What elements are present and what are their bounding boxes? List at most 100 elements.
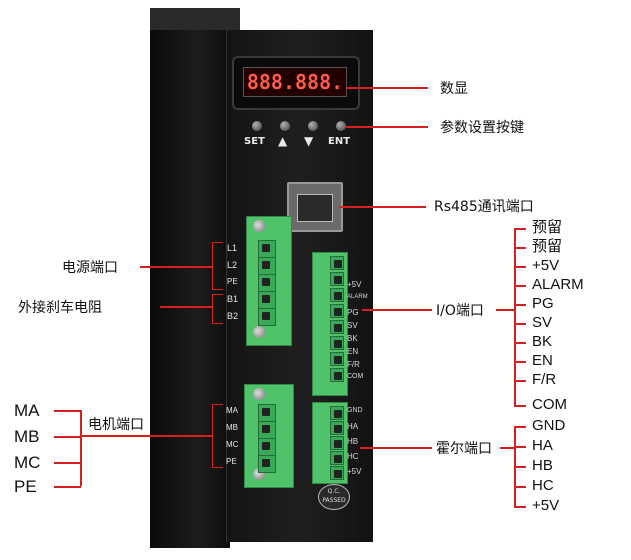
io-tick bbox=[514, 405, 526, 407]
motor-leader-line bbox=[80, 435, 212, 437]
motor-label-mb: MB bbox=[226, 423, 238, 432]
hall-label-gnd: GND bbox=[347, 407, 363, 414]
hall-pin-item: HC bbox=[532, 477, 554, 494]
terminal-label-b2: B2 bbox=[227, 311, 239, 321]
io-tick bbox=[514, 304, 526, 306]
motor-label-pe: PE bbox=[226, 457, 237, 466]
brake-leader-line bbox=[160, 306, 212, 308]
up-key[interactable] bbox=[280, 121, 290, 131]
motor-terminal-screw-top bbox=[253, 388, 265, 400]
terminal-cell bbox=[330, 421, 344, 435]
hall-label-hc: HC bbox=[347, 452, 359, 461]
motor-pin-mb: MB bbox=[14, 427, 40, 446]
io-label-en: EN bbox=[347, 347, 359, 356]
rs485-leader-line bbox=[340, 206, 426, 208]
motor-tick bbox=[54, 462, 81, 464]
io-pin-item: ALARM bbox=[532, 276, 584, 293]
motor-tick bbox=[54, 436, 81, 438]
terminal-cell bbox=[258, 421, 276, 439]
io-label-sv: SV bbox=[347, 321, 358, 330]
motor-pin-mc: MC bbox=[14, 453, 41, 472]
power-terminal-screw-bottom bbox=[253, 326, 265, 338]
hall-label-5v: +5V bbox=[347, 467, 362, 476]
io-label-pg: PG bbox=[347, 308, 359, 317]
terminal-cell bbox=[258, 257, 276, 275]
power-callout: 电源端口 bbox=[62, 260, 118, 276]
hall-pin-item: HB bbox=[532, 457, 553, 474]
io-pin-item: PG bbox=[532, 295, 554, 312]
display-leader-line bbox=[346, 87, 428, 89]
hall-label-ha: HA bbox=[347, 422, 359, 431]
motor-label-ma: MA bbox=[226, 406, 238, 415]
set-key-label: SET bbox=[244, 136, 265, 147]
motor-tick bbox=[54, 486, 81, 488]
hall-pin-item: +5V bbox=[532, 497, 560, 514]
terminal-cell bbox=[330, 272, 344, 286]
motor-bracket bbox=[212, 404, 223, 468]
brake-callout: 外接刹车电阻 bbox=[18, 300, 102, 316]
terminal-cell bbox=[330, 368, 344, 382]
motor-callout: 电机端口 bbox=[88, 417, 144, 433]
terminal-label-l1: L1 bbox=[227, 243, 238, 253]
hall-tick bbox=[514, 486, 526, 488]
io-label-com: COM bbox=[347, 373, 364, 380]
terminal-cell bbox=[330, 406, 344, 420]
io-pin-item: 预留 bbox=[532, 219, 563, 236]
io-leader-line bbox=[362, 309, 432, 311]
io-tick bbox=[514, 247, 526, 249]
io-pin-item: EN bbox=[532, 352, 553, 369]
terminal-cell bbox=[330, 320, 344, 334]
io-label-fr: F/R bbox=[347, 360, 360, 369]
ent-key[interactable] bbox=[336, 121, 346, 131]
display-callout: 数显 bbox=[440, 81, 468, 97]
terminal-cell bbox=[330, 288, 344, 302]
rs485-port-socket bbox=[297, 194, 333, 222]
keys-leader-line bbox=[346, 126, 428, 128]
power-bracket bbox=[212, 242, 223, 290]
io-list-bracket bbox=[514, 228, 516, 406]
qc-passed-stamp: Q.C. PASSED bbox=[318, 484, 350, 510]
motor-list-bracket bbox=[80, 410, 82, 486]
io-tick bbox=[514, 361, 526, 363]
io-pin-item: +5V bbox=[532, 257, 560, 274]
io-tick bbox=[514, 342, 526, 344]
hall-label-hb: HB bbox=[347, 437, 359, 446]
io-tick bbox=[514, 228, 526, 230]
terminal-cell bbox=[258, 308, 276, 326]
hall-tick bbox=[514, 426, 526, 428]
brake-bracket bbox=[212, 294, 223, 324]
io-pin-item: 预留 bbox=[532, 238, 563, 255]
set-key[interactable] bbox=[252, 121, 262, 131]
hall-tick bbox=[514, 466, 526, 468]
down-key[interactable] bbox=[308, 121, 318, 131]
io-label-5v: +5V bbox=[347, 280, 362, 289]
seven-segment-display: 888.888. bbox=[243, 67, 347, 97]
terminal-cell bbox=[258, 438, 276, 456]
io-pin-item: SV bbox=[532, 314, 553, 331]
terminal-cell bbox=[258, 291, 276, 309]
hall-callout: 霍尔端口 bbox=[436, 441, 492, 457]
driver-body-top bbox=[150, 8, 240, 30]
terminal-cell bbox=[330, 352, 344, 366]
io-pin-item: COM bbox=[532, 396, 567, 413]
io-tick bbox=[514, 285, 526, 287]
io-tick bbox=[514, 380, 526, 382]
down-key-label: ▼ bbox=[304, 134, 314, 148]
motor-label-mc: MC bbox=[226, 440, 239, 449]
terminal-cell bbox=[330, 304, 344, 318]
hall-pin-list: GND HA HB HC +5V bbox=[532, 416, 565, 516]
terminal-label-pe: PE bbox=[227, 277, 238, 286]
io-label-alarm: ALARM bbox=[347, 294, 368, 300]
terminal-cell bbox=[330, 466, 344, 480]
param-keys-callout: 参数设置按键 bbox=[440, 120, 524, 136]
hall-pin-item: HA bbox=[532, 437, 553, 454]
terminal-cell bbox=[330, 256, 344, 270]
terminal-label-l2: L2 bbox=[227, 260, 238, 270]
terminal-cell bbox=[330, 436, 344, 450]
hall-pin-item: GND bbox=[532, 417, 566, 434]
io-callout: I/O端口 bbox=[436, 303, 484, 319]
io-label-bk: BK bbox=[347, 334, 358, 343]
io-tick bbox=[514, 323, 526, 325]
terminal-cell bbox=[258, 404, 276, 422]
terminal-cell bbox=[258, 455, 276, 473]
